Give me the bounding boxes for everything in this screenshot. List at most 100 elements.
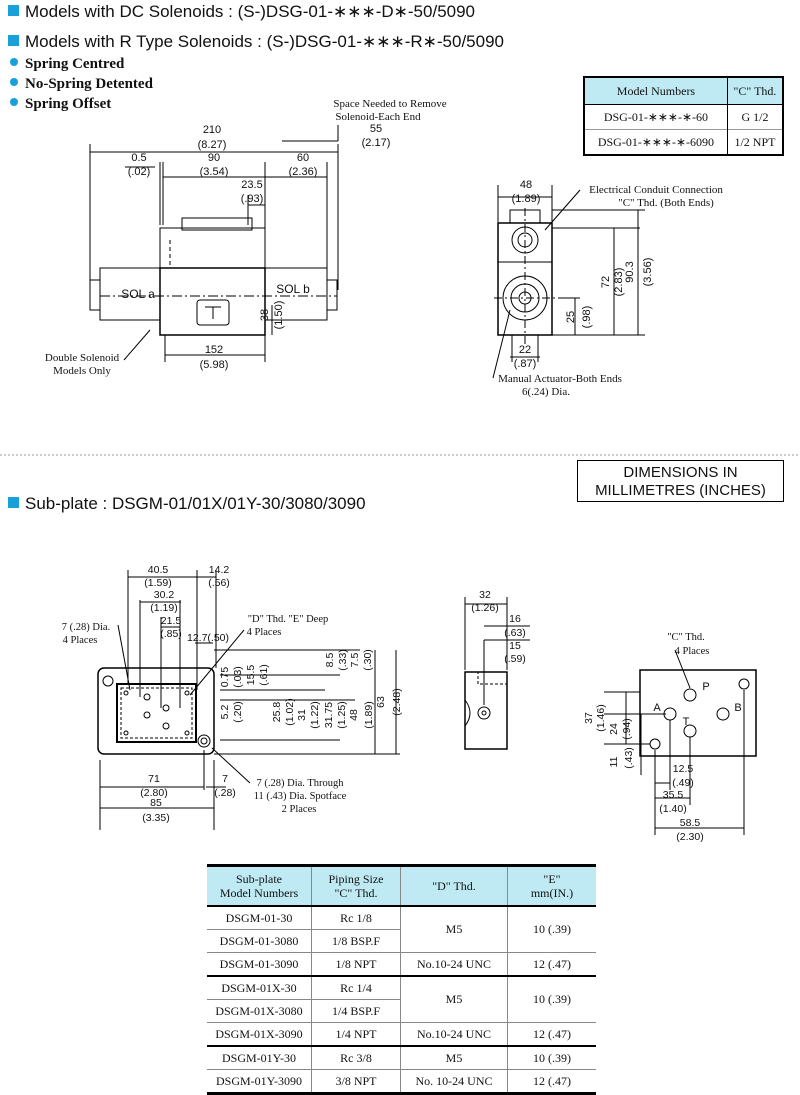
dim-label: (.87) [514, 358, 537, 370]
dim-label: 7.5 [349, 653, 361, 668]
dim-label: (.02) [128, 166, 151, 178]
dim-label: (1.19) [150, 602, 177, 614]
bullet-spring-centred: Spring Centred [10, 56, 124, 73]
dim-label: 12.7(.50) [187, 632, 229, 644]
heading-dc-solenoids: Models with DC Solenoids : (S-)DSG-01-∗∗… [8, 2, 475, 22]
table-header: "C" Thd. [726, 77, 783, 105]
dim-label: 23.5 [241, 179, 262, 191]
model-thread-table: Model Numbers "C" Thd. DSG-01-∗∗∗-∗-60 G… [583, 76, 784, 156]
table-header: Model Numbers [584, 77, 728, 105]
table-row: DSGM-01-3080 1/8 BSP.F [207, 929, 596, 953]
table-row: DSGM-01X-3080 1/4 BSP.F [207, 999, 596, 1023]
port-p-label: P [702, 681, 709, 693]
dim-label: (.59) [504, 653, 526, 665]
dim-label: 0.5 [131, 152, 146, 164]
remove-note: Space Needed to Remove [333, 98, 446, 110]
dim-label: (1.59) [144, 577, 171, 589]
dim-label: (1.89) [363, 701, 375, 728]
table-header: Piping Size"C" Thd. [311, 865, 401, 907]
dim-label: 85 [150, 797, 162, 809]
dim-label: 7 [222, 773, 228, 785]
dim-label: (.98) [581, 306, 593, 329]
dim-label: 35.5 [663, 789, 684, 801]
port-thread-note: 4 Places [675, 646, 710, 657]
dim-label: (3.56) [642, 258, 654, 287]
dim-label: (1.40) [659, 803, 686, 815]
bullet-spring-offset: Spring Offset [10, 96, 111, 113]
dim-label: (1.89) [512, 193, 541, 205]
subplate-top-view [97, 570, 400, 830]
dim-label: (.33) [337, 649, 349, 671]
dim-label: 31 [296, 709, 308, 721]
dim-label: 55 [370, 123, 382, 135]
dim-label: (1.46) [595, 704, 607, 731]
dim-label: (2.30) [676, 831, 703, 843]
dim-label: (.49) [672, 777, 694, 789]
valve-side-view [492, 185, 645, 379]
subplate-side-view [464, 597, 530, 750]
dim-label: (.03) [232, 666, 244, 688]
conduit-note: Electrical Conduit Connection [589, 184, 723, 196]
dim-label: (5.98) [200, 359, 229, 371]
dim-label: 30.2 [154, 589, 175, 601]
double-solenoid-note: Double Solenoid [45, 352, 120, 364]
dim-label: (.20) [232, 701, 244, 723]
dot-bullet-icon [10, 98, 18, 106]
manual-actuator-note: Manual Actuator-Both Ends [498, 373, 622, 385]
dim-label: (.85) [160, 628, 182, 640]
dim-label: (3.54) [200, 166, 229, 178]
through-note: 2 Places [282, 804, 317, 815]
dim-label: (1.02) [284, 698, 296, 725]
table-row: DSGM-01Y-3090 3/8 NPT No. 10-24 UNC 12 (… [207, 1069, 596, 1094]
square-bullet-icon [8, 497, 19, 508]
table-row: DSGM-01X-30 Rc 1/4 M5 10 (.39) [207, 976, 596, 1023]
dim-label: (.30) [362, 649, 374, 671]
dim-label: 58.5 [680, 817, 701, 829]
double-solenoid-note: Models Only [53, 365, 111, 377]
dim-label: 12.5 [673, 763, 694, 775]
bullet-no-spring: No-Spring Detented [10, 76, 153, 93]
heading-r-solenoids: Models with R Type Solenoids : (S-)DSG-0… [8, 32, 504, 52]
conduit-note: "C" Thd. (Both Ends) [618, 197, 714, 209]
dim-label: 25 [565, 311, 577, 323]
dim-label: 25.8 [271, 702, 283, 723]
dim-label: 8.5 [324, 653, 336, 668]
dim-label: 15.5 [245, 665, 257, 686]
dim-label: 22 [519, 344, 531, 356]
section-divider [0, 454, 800, 456]
dim-label: (1.26) [471, 602, 498, 614]
dim-label: (1.25) [336, 701, 348, 728]
sol-a-label: SOL a [121, 287, 155, 301]
dim-label: 90 [208, 152, 220, 164]
valve-front-view [89, 125, 339, 362]
dim-label: (.63) [504, 627, 526, 639]
table-row: DSG-01-∗∗∗-∗-6090 1/2 NPT [584, 129, 783, 155]
dim-label: 210 [203, 124, 221, 136]
dim-label: (.93) [241, 193, 264, 205]
dim-label: 24 [608, 723, 620, 735]
dim-label: 32 [479, 589, 491, 601]
dim-label: 38 [259, 309, 271, 321]
dim-label: (.61) [258, 664, 270, 686]
table-row: DSGM-01Y-30 Rc 3/8 M5 10 (.39) [207, 1046, 596, 1070]
subplate-ports-view [604, 649, 757, 835]
dim-label: 37 [583, 712, 595, 724]
dim-label: (.28) [214, 787, 236, 799]
dim-label: 152 [205, 344, 223, 356]
dim-label: 71 [148, 773, 160, 785]
table-row: DSGM-01X-3090 1/4 NPT No.10-24 UNC 12 (.… [207, 1022, 596, 1047]
sol-b-label: SOL b [276, 282, 310, 296]
remove-note: Solenoid-Each End [335, 111, 421, 123]
table-header: "E"mm(IN.) [507, 865, 596, 907]
port-thread-note: "C" Thd. [667, 632, 705, 643]
through-note: 7 (.28) Dia. Through [257, 778, 345, 789]
dim-label: (2.17) [362, 137, 391, 149]
dim-label: 0.75 [219, 667, 231, 688]
table-row: DSG-01-∗∗∗-∗-60 G 1/2 [584, 104, 783, 130]
manual-actuator-note: 6(.24) Dia. [522, 386, 570, 398]
dim-label: (2.48) [391, 688, 403, 715]
dim-label: 72 [600, 276, 612, 288]
port-b-label: B [734, 702, 741, 714]
